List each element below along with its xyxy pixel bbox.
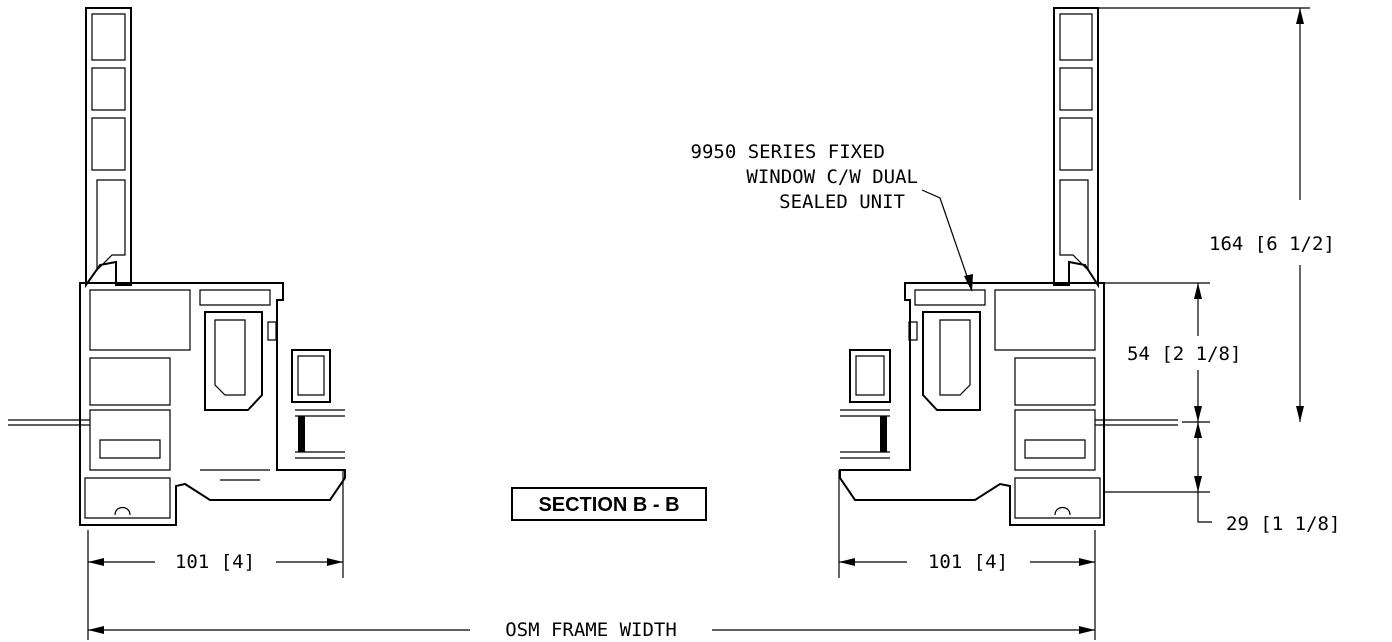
- dim-left-depth: 101 [4]: [175, 551, 255, 573]
- dimension-lines: [87, 7, 1310, 640]
- dim-frame-width: OSM FRAME WIDTH: [505, 619, 677, 641]
- right-frame-profile: [839, 7, 1178, 526]
- callout-line-2: WINDOW C/W DUAL: [746, 166, 918, 188]
- left-frame-profile: [8, 7, 346, 526]
- callout-line-1: 9950 SERIES FIXED: [691, 141, 885, 163]
- dim-sill-height: 29 [1 1/8]: [1226, 513, 1340, 535]
- callout-line-3: SEALED UNIT: [779, 191, 905, 213]
- section-title-box: SECTION B - B: [511, 487, 707, 521]
- dim-right-depth: 101 [4]: [928, 551, 1008, 573]
- section-title: SECTION B - B: [538, 494, 679, 516]
- dim-overall-height: 164 [6 1/2]: [1209, 233, 1335, 255]
- dim-frame-height: 54 [2 1/8]: [1127, 343, 1241, 365]
